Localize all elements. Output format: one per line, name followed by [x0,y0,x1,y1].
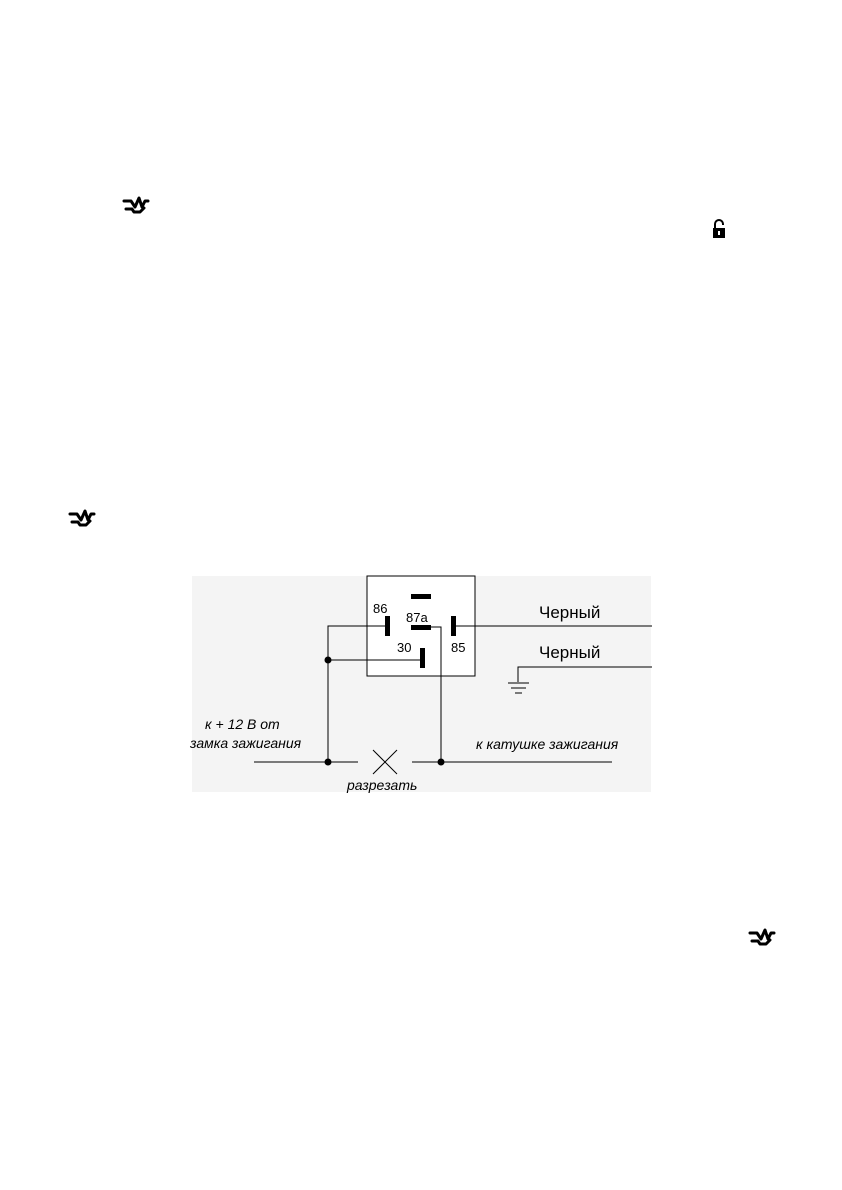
pin-85-label: 85 [451,640,465,655]
pin-86-label: 86 [373,601,387,616]
immobilizer-icon [68,509,96,527]
pin-30-label: 30 [397,640,411,655]
junction-dot [437,758,445,766]
junction-dot [324,758,332,766]
wire-bottom-label: Черный [539,643,600,662]
source-label-line1: к + 12 В от [205,716,280,732]
source-label-line2: замка зажигания [189,735,302,751]
ground-symbol [508,682,529,694]
immobilizer-icon [122,196,150,214]
pin-87a-label: 87a [406,610,428,625]
junction-dot [324,656,332,664]
pin-30-bar [420,648,425,668]
cut-label: разрезать [346,777,417,793]
pin-86-bar [385,616,390,636]
pin-87-bar [411,594,431,599]
wire-87a [431,626,442,762]
wire-top-label: Черный [539,603,600,622]
cut-mark-b [372,749,398,775]
coil-label: к катушке зажигания [476,736,619,752]
unlock-icon [713,219,725,238]
pin-87a-bar [411,625,431,630]
wire-86 [327,625,385,762]
pin-85-bar [451,616,456,636]
wire-ground [517,666,652,682]
immobilizer-icon [748,928,776,946]
